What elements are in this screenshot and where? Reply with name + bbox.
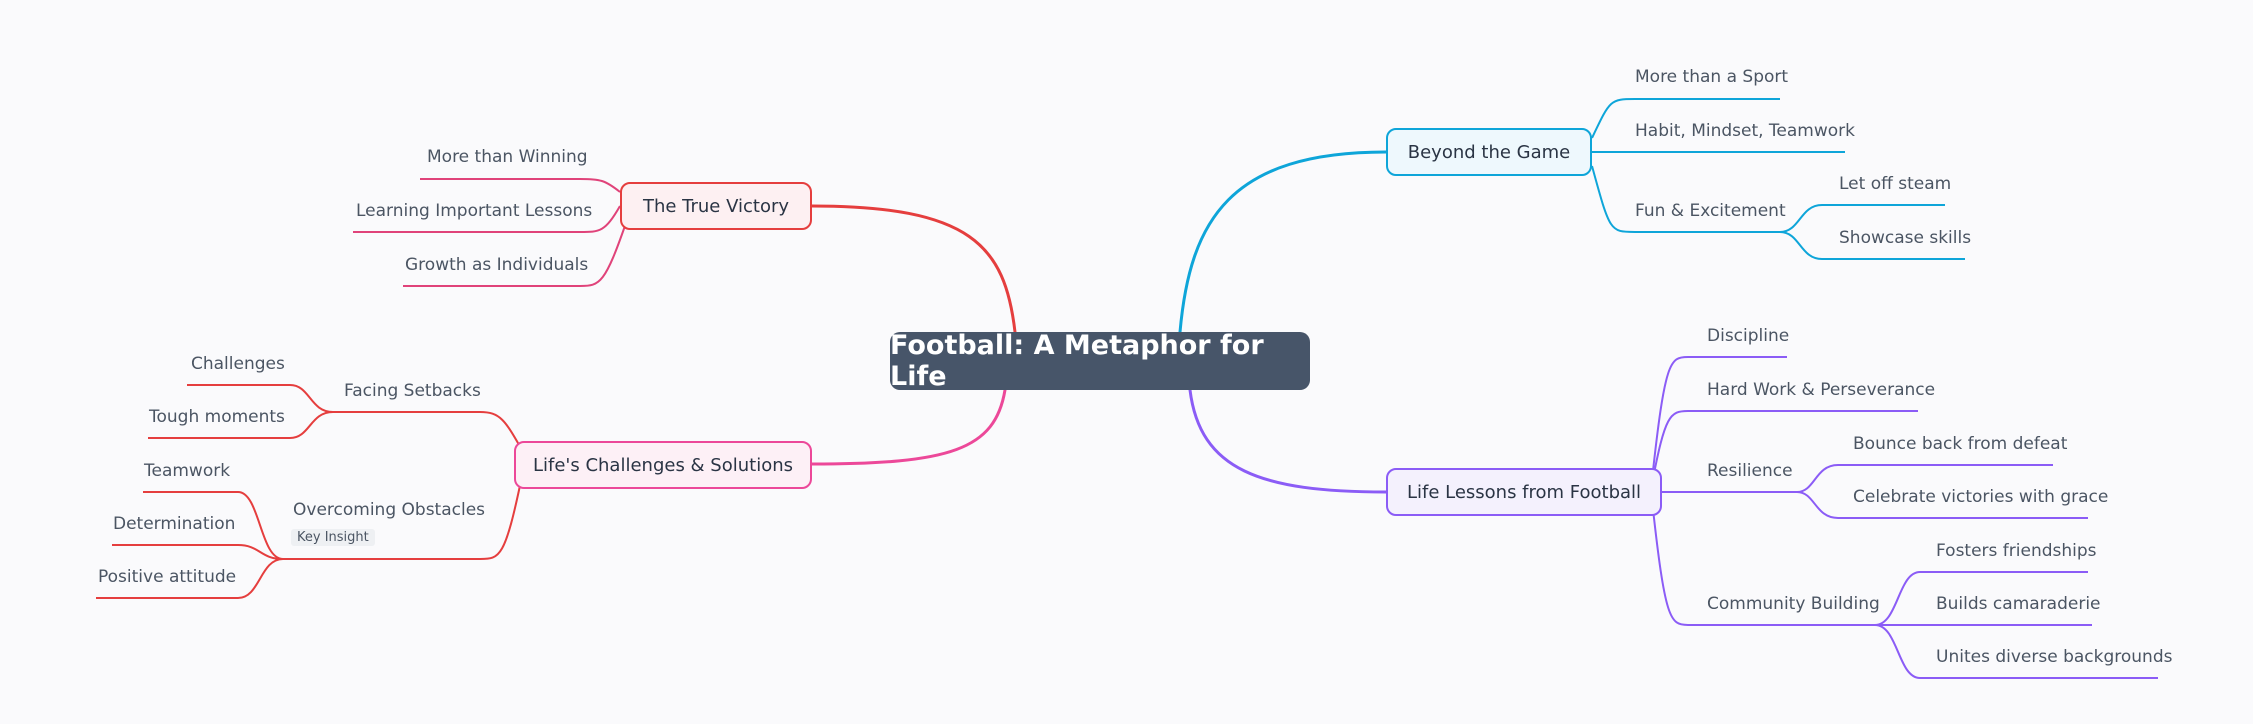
node-learning-lessons[interactable]: Learning Important Lessons	[356, 201, 593, 221]
node-community-building[interactable]: Community Building	[1707, 594, 1880, 614]
node-bounce-back[interactable]: Bounce back from defeat	[1853, 434, 2068, 454]
node-hard-work[interactable]: Hard Work & Perseverance	[1707, 380, 1936, 400]
node-growth-individuals[interactable]: Growth as Individuals	[405, 255, 589, 275]
link-root-beyond	[1178, 150, 1388, 334]
branch-challenges-solutions[interactable]: Life's Challenges & Solutions	[514, 441, 812, 489]
key-insight-badge: Key Insight	[291, 529, 375, 546]
node-showcase-skills[interactable]: Showcase skills	[1839, 228, 1972, 248]
node-teamwork[interactable]: Teamwork	[144, 461, 231, 481]
branch-beyond-the-game[interactable]: Beyond the Game	[1386, 128, 1592, 176]
node-tough-moments[interactable]: Tough moments	[149, 407, 285, 427]
node-overcoming-obstacles[interactable]: Overcoming Obstacles	[293, 500, 486, 520]
node-determination[interactable]: Determination	[113, 514, 236, 534]
central-topic[interactable]: Football: A Metaphor for Life	[890, 330, 1310, 392]
node-discipline[interactable]: Discipline	[1707, 326, 1790, 346]
branch-life-lessons[interactable]: Life Lessons from Football	[1386, 468, 1662, 516]
link-root-challenges	[810, 388, 1007, 466]
branch-true-victory[interactable]: The True Victory	[620, 182, 812, 230]
node-challenges[interactable]: Challenges	[191, 354, 285, 374]
node-unites-diverse[interactable]: Unites diverse backgrounds	[1936, 647, 2173, 667]
link-root-victory	[810, 204, 1017, 334]
node-builds-camaraderie[interactable]: Builds camaraderie	[1936, 594, 2101, 614]
node-more-than-a-sport[interactable]: More than a Sport	[1635, 67, 1789, 87]
node-celebrate-victories[interactable]: Celebrate victories with grace	[1853, 487, 2109, 507]
node-positive-attitude[interactable]: Positive attitude	[98, 567, 237, 587]
node-fun-excitement[interactable]: Fun & Excitement	[1635, 201, 1786, 221]
node-facing-setbacks[interactable]: Facing Setbacks	[344, 381, 481, 401]
node-habit-mindset-teamwork[interactable]: Habit, Mindset, Teamwork	[1635, 121, 1856, 141]
node-fosters-friendships[interactable]: Fosters friendships	[1936, 541, 2097, 561]
link-root-lessons	[1188, 388, 1388, 494]
node-let-off-steam[interactable]: Let off steam	[1839, 174, 1952, 194]
node-resilience[interactable]: Resilience	[1707, 461, 1793, 481]
node-more-than-winning[interactable]: More than Winning	[427, 147, 588, 167]
